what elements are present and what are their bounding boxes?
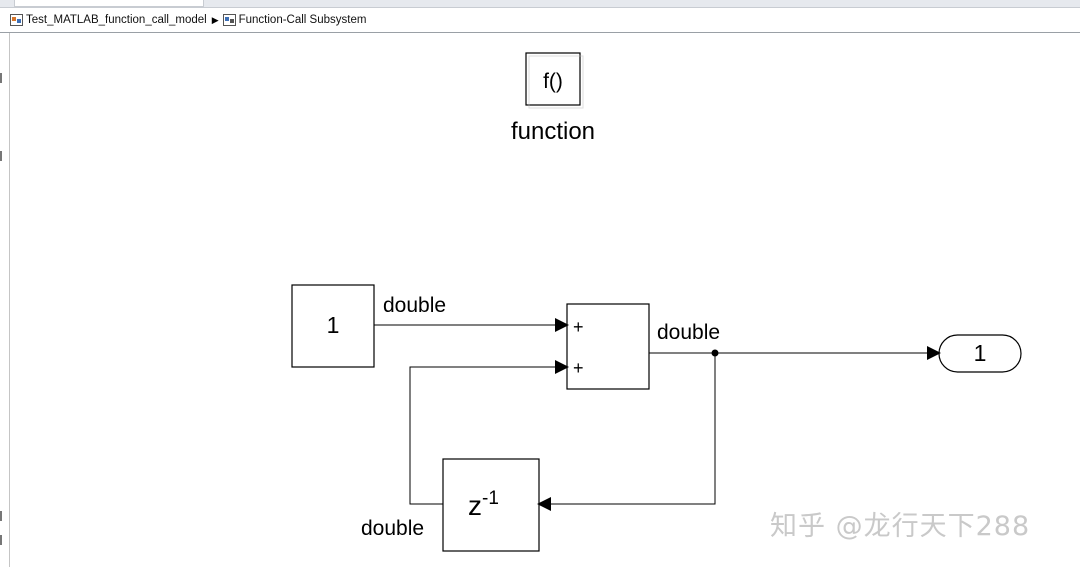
signal-label-delay: double (361, 517, 424, 540)
breadcrumb-label: Function-Call Subsystem (238, 14, 367, 26)
branch-point (711, 349, 719, 357)
triangle-right-icon: ▶ (211, 14, 219, 25)
trigger-symbol: f() (543, 70, 563, 93)
breadcrumb: Test_MATLAB_function_call_model ▶ Functi… (0, 8, 1080, 33)
trigger-block[interactable]: f() (525, 52, 584, 109)
watermark: 知乎 @龙行天下288 (770, 511, 1031, 542)
outport-value: 1 (974, 340, 987, 366)
unit-delay-block[interactable]: z-1 (442, 458, 540, 552)
signal-label-sum: double (657, 321, 720, 344)
sum-port-plus-1: + (573, 317, 584, 337)
left-gutter (0, 33, 10, 567)
breadcrumb-label: Test_MATLAB_function_call_model (26, 14, 207, 26)
sum-block[interactable]: + + (566, 303, 650, 390)
signal-label-constant: double (383, 294, 446, 317)
outport-block[interactable]: 1 (938, 334, 1022, 373)
subsystem-icon (222, 14, 236, 26)
gutter-tick (0, 151, 2, 161)
tab-strip (0, 0, 1080, 8)
tab-model[interactable] (14, 0, 204, 7)
model-icon (10, 14, 23, 26)
gutter-tick (0, 535, 2, 545)
signal-line-delay-to-sum[interactable] (409, 360, 569, 505)
gutter-tick (0, 511, 2, 521)
gutter-tick (0, 73, 2, 83)
constant-value: 1 (327, 312, 340, 338)
diagram-canvas: f() function 1 + + z-1 1 double double d… (291, 52, 1022, 552)
signal-line-feedback-to-delay[interactable] (537, 353, 716, 511)
delay-symbol: z-1 (468, 488, 499, 521)
sum-port-plus-2: + (573, 358, 584, 378)
constant-block[interactable]: 1 (291, 284, 375, 368)
trigger-label: function (511, 118, 595, 145)
breadcrumb-item-subsystem[interactable]: Function-Call Subsystem (222, 14, 367, 26)
breadcrumb-item-model[interactable]: Test_MATLAB_function_call_model (10, 14, 207, 26)
